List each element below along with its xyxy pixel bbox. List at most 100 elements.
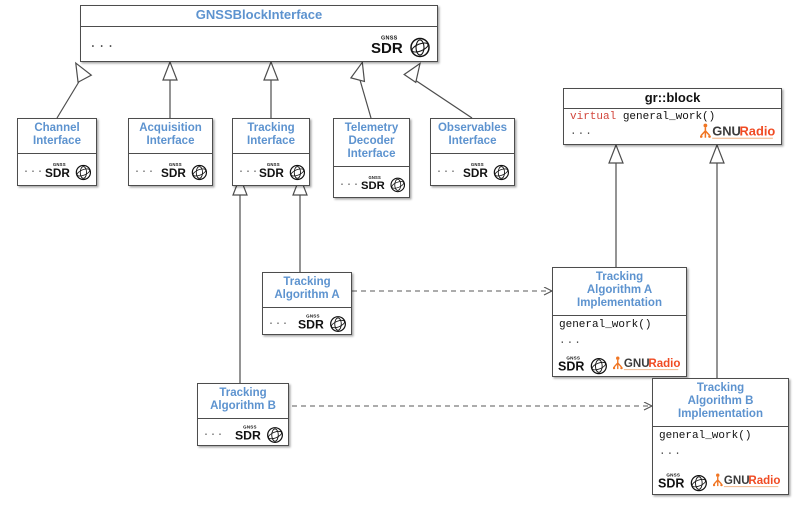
title-line: Tracking xyxy=(283,276,331,288)
logo-row: GNSS SDR xyxy=(298,311,347,333)
class-tracking-algorithm-b[interactable]: Tracking Algorithm B ... GNSS SDR xyxy=(197,383,289,446)
title-line: Tracking xyxy=(219,387,267,399)
svg-text:SDR: SDR xyxy=(45,167,70,180)
class-title: Tracking Algorithm B Implementation xyxy=(653,379,788,426)
gnuradio-logo: GNU Radio xyxy=(712,471,781,491)
members-ellipsis: ... xyxy=(23,165,45,176)
class-gr-block[interactable]: gr::block virtual general_work() ... xyxy=(563,88,782,145)
logo-row: GNSS SDR xyxy=(658,470,781,492)
class-title: Tracking Algorithm B xyxy=(198,384,288,418)
svg-text:GNU: GNU xyxy=(712,123,741,138)
title-line: Implementation xyxy=(577,296,662,309)
logo-row: GNSS SDR xyxy=(463,160,510,181)
gnss-sdr-logo: GNSS SDR xyxy=(463,160,510,181)
svg-text:SDR: SDR xyxy=(463,167,488,180)
class-acquisition-interface[interactable]: Acquisition Interface ... GNSS SDR xyxy=(128,118,213,186)
svg-text:GNU: GNU xyxy=(724,475,750,487)
members-ellipsis: ... xyxy=(559,335,582,347)
title-line: Observables xyxy=(437,122,508,134)
class-body: general_work() ... GNSS SDR xyxy=(653,427,788,496)
class-tracking-algorithm-a[interactable]: Tracking Algorithm A ... GNSS SDR xyxy=(262,272,352,335)
class-tracking-interface[interactable]: Tracking Interface ... GNSS SDR xyxy=(232,118,310,186)
svg-text:SDR: SDR xyxy=(658,477,684,491)
title-line: Acquisition xyxy=(139,122,202,134)
class-tracking-algorithm-a-implementation[interactable]: Tracking Algorithm A Implementation gene… xyxy=(552,267,687,377)
member-signature: general_work() xyxy=(622,111,716,123)
title-line: Interface xyxy=(448,134,497,147)
members-ellipsis: ... xyxy=(203,428,225,439)
members-ellipsis: ... xyxy=(339,178,361,189)
svg-text:GNSS: GNSS xyxy=(666,472,680,477)
class-title: Tracking Algorithm A Implementation xyxy=(553,268,686,315)
title-line: Decoder xyxy=(348,134,395,147)
class-body: ... GNSS SDR xyxy=(81,27,437,63)
svg-text:GNSS: GNSS xyxy=(369,175,381,180)
svg-text:SDR: SDR xyxy=(361,180,385,192)
class-body: ... GNSS SDR xyxy=(18,154,96,187)
class-gnss-block-interface[interactable]: GNSSBlockInterface ... GNSS SDR xyxy=(80,5,438,62)
gnuradio-logo: GNU Radio xyxy=(612,354,681,374)
svg-text:SDR: SDR xyxy=(235,429,261,443)
logo-row: GNSS SDR xyxy=(558,353,681,375)
class-title: Channel Interface xyxy=(18,119,96,153)
class-body: virtual general_work() ... xyxy=(564,109,781,146)
logo-row: GNSS SDR xyxy=(235,422,284,444)
title-line: Telemetry xyxy=(344,122,399,134)
gnuradio-logo: GNU Radio xyxy=(699,121,776,143)
svg-text:GNSS: GNSS xyxy=(243,425,257,430)
members-ellipsis: ... xyxy=(659,446,682,458)
gnss-sdr-logo: GNSS SDR xyxy=(558,353,608,375)
members-ellipsis: ... xyxy=(268,317,290,328)
class-divider xyxy=(18,153,96,154)
class-divider xyxy=(263,307,351,308)
logo-row: GNSS SDR xyxy=(361,173,406,193)
class-observables-interface[interactable]: Observables Interface ... GNSS SDR xyxy=(430,118,515,186)
members-ellipsis: ... xyxy=(570,126,593,138)
svg-text:Radio: Radio xyxy=(648,358,680,370)
logo-row: GNSS SDR xyxy=(371,32,431,58)
title-line: Interface xyxy=(146,134,195,147)
class-divider xyxy=(198,418,288,419)
logo-row: GNU Radio xyxy=(699,121,776,143)
class-divider xyxy=(334,166,409,167)
keyword-virtual: virtual xyxy=(570,111,617,123)
class-body: general_work() ... GNSS SDR xyxy=(553,316,686,378)
svg-text:GNSS: GNSS xyxy=(306,314,320,319)
class-title: Tracking Interface xyxy=(233,119,309,153)
class-body: ... GNSS SDR xyxy=(431,154,514,187)
class-title: gr::block xyxy=(644,90,701,105)
members-ellipsis: ... xyxy=(89,36,116,51)
members-ellipsis: ... xyxy=(134,165,156,176)
class-tracking-algorithm-b-implementation[interactable]: Tracking Algorithm B Implementation gene… xyxy=(652,378,789,495)
gnss-sdr-logo: GNSS SDR xyxy=(298,311,347,333)
class-telemetry-decoder-interface[interactable]: Telemetry Decoder Interface ... GNSS SDR xyxy=(333,118,410,198)
gnss-sdr-logo: GNSS SDR xyxy=(361,173,406,193)
title-line: Interface xyxy=(33,134,81,147)
gnss-sdr-logo: GNSS SDR xyxy=(161,160,208,181)
gnss-sdr-logo: GNSS SDR xyxy=(259,160,306,181)
class-title: Tracking Algorithm A xyxy=(263,273,351,307)
gnss-sdr-logo: GNSS SDR xyxy=(235,422,284,444)
class-title: Observables Interface xyxy=(431,119,514,153)
svg-text:SDR: SDR xyxy=(371,40,403,57)
class-channel-interface[interactable]: Channel Interface ... GNSS SDR xyxy=(17,118,97,186)
svg-text:SDR: SDR xyxy=(298,318,324,332)
svg-text:GNSS: GNSS xyxy=(169,162,182,167)
class-divider xyxy=(233,153,309,154)
title-line: Interface xyxy=(247,134,295,147)
svg-text:GNU: GNU xyxy=(624,358,650,370)
class-divider xyxy=(81,26,437,27)
title-line: Algorithm B xyxy=(687,394,754,407)
class-divider xyxy=(653,426,788,427)
class-title: GNSSBlockInterface xyxy=(195,7,323,22)
class-divider xyxy=(129,153,212,154)
logo-row: GNSS SDR xyxy=(45,160,92,181)
logo-row: GNSS SDR xyxy=(259,160,306,181)
class-title: Acquisition Interface xyxy=(129,119,212,153)
svg-text:GNSS: GNSS xyxy=(566,355,580,360)
class-divider xyxy=(553,315,686,316)
class-title: Telemetry Decoder Interface xyxy=(334,119,409,166)
svg-text:Radio: Radio xyxy=(740,123,776,138)
class-divider xyxy=(431,153,514,154)
